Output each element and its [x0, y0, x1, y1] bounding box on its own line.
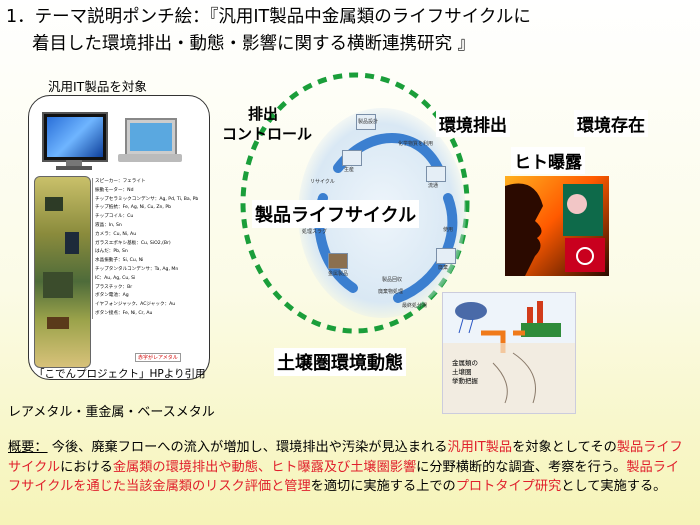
mini-label: 化学物質を利用 — [398, 141, 434, 147]
summary-text: を対象としてその — [512, 440, 617, 455]
part-item: IC：Au, Ag, Cu, Si — [92, 274, 204, 284]
part-item: はんだ：Pb, Sn — [92, 248, 204, 258]
part-item: 液晶：In, Sn — [92, 221, 204, 231]
part-item: イヤフォンジャック、ACジャック：Au — [92, 301, 204, 310]
summary-text: を適切に実施する上での — [310, 479, 456, 494]
soil-dynamics-image — [442, 292, 576, 414]
part-item: チップタンタルコンデンサ：Ta, Ag, Mn — [92, 265, 204, 275]
monitor-image — [42, 112, 108, 162]
soil-dynamics-label: 土壌圏環境動態 — [274, 348, 406, 376]
metals-label: レアメタル・重金属・ベースメタル — [8, 405, 215, 420]
mini-label: 製品回収 — [382, 277, 403, 283]
face-silhouette-icon — [505, 183, 605, 276]
environmental-emission-label: 環境排出 — [436, 110, 510, 137]
summary-highlight: 金属類の環境排出や動態、ヒト曝露及び土壌圏影響 — [112, 459, 417, 475]
phone-board-image — [34, 176, 91, 368]
part-item: プラスチック：Br — [92, 283, 204, 293]
summary-text: として実施する。 — [561, 479, 667, 494]
source-credit: 「こでんプロジェクト」HPより引用 — [34, 368, 206, 380]
summary-paragraph: 概要： 今後、廃棄フローへの流入が増加し、環境排出や汚染が見込まれる汎用IT製品… — [8, 438, 692, 497]
monitor-base — [56, 166, 92, 170]
part-item: チップセラミックコンデンサ：Ag, Pd, Ti, Ba, Pb — [92, 195, 204, 205]
soil-note-line: 土壌圏 — [452, 368, 472, 376]
summary-highlight: 製品ライフサイクルを通じた当該金属類のリスク評価と管理 — [8, 459, 680, 495]
part-item: ボタン電池：Ag — [92, 292, 204, 302]
mini-label: 流通 — [428, 183, 439, 189]
mini-label: 最終処分場 — [402, 303, 428, 309]
soil-note: 金属類の 土壌圏 挙動把握 — [452, 359, 478, 386]
mini-label: 処理スラグ — [302, 229, 328, 235]
part-item: ガラスエポキシ基板：Cu, SiO2,(Br) — [92, 239, 204, 249]
part-item: 振動モーター：Nd — [92, 186, 204, 196]
part-item: チップ抵抗：Fe, Ag, Ni, Cu, Zn, Pb — [92, 204, 204, 214]
environmental-presence-label: 環境存在 — [574, 110, 648, 137]
summary-highlight: 汎用IT製品 — [447, 440, 513, 455]
rare-metal-note: 赤字がレアメタル — [135, 353, 181, 362]
part-item: 水晶振動子：Si, Cu, Ni — [92, 257, 204, 266]
product-lifecycle-label: 製品ライフサイクル — [252, 200, 420, 228]
page-title: 1．テーマ説明ポンチ絵：『汎用IT製品中金属類のライフサイクルに 着目した環境排… — [6, 4, 696, 58]
summary-lead: 概要： — [8, 440, 48, 455]
part-item: チップコイル：Cu — [92, 213, 204, 222]
mini-label: 廃棄 — [438, 265, 449, 271]
mini-label: 金属製品 — [328, 271, 349, 277]
soil-note-line: 挙動把握 — [452, 377, 478, 385]
summary-text: における — [60, 459, 113, 475]
mini-label: 廃棄物処理 — [378, 289, 404, 295]
title-line-1: 1．テーマ説明ポンチ絵：『汎用IT製品中金属類のライフサイクルに — [6, 7, 531, 27]
laptop-image — [125, 118, 177, 156]
emission-control-line-1: 排出 — [248, 105, 279, 123]
component-list: スピーカー：フェライト 振動モーター：Nd チップセラミックコンデンサ：Ag, … — [92, 178, 204, 319]
part-item: スピーカー：フェライト — [92, 178, 204, 187]
mini-label: 生産 — [344, 167, 355, 173]
emission-control-line-2: コントロール — [222, 125, 313, 143]
human-exposure-label: ヒト曝露 — [511, 147, 585, 174]
monitor-stand — [66, 160, 82, 166]
laptop-base — [118, 154, 182, 162]
summary-text: に分野横断的な調査、考察を行う。 — [416, 459, 627, 475]
target-caption: 汎用IT製品を対象 — [48, 79, 147, 94]
factory-image — [443, 301, 575, 413]
summary-highlight: 製品ライフサイクル — [8, 440, 683, 475]
soil-note-line: 金属類の — [452, 359, 478, 367]
dashed-cycle-ring — [240, 72, 470, 334]
summary-text: 今後、廃棄フローへの流入が増加し、環境排出や汚染が見込まれる — [51, 440, 448, 455]
title-line-2: 着目した環境排出・動態・影響に関する横断連携研究 』 — [32, 34, 476, 54]
face-exposure-image — [505, 176, 609, 276]
part-item: カメラ：Cu, Ni, Au — [92, 230, 204, 240]
mini-label: リサイクル — [310, 179, 335, 185]
mini-label: 製品設計 — [358, 119, 379, 125]
part-item: ボタン接点：Fe, Ni, Cr, Au — [92, 309, 204, 319]
emission-control-label: 排出 コントロール — [222, 104, 312, 144]
mini-label: 使用 — [443, 227, 454, 233]
summary-highlight: プロトタイプ研究 — [455, 479, 562, 494]
